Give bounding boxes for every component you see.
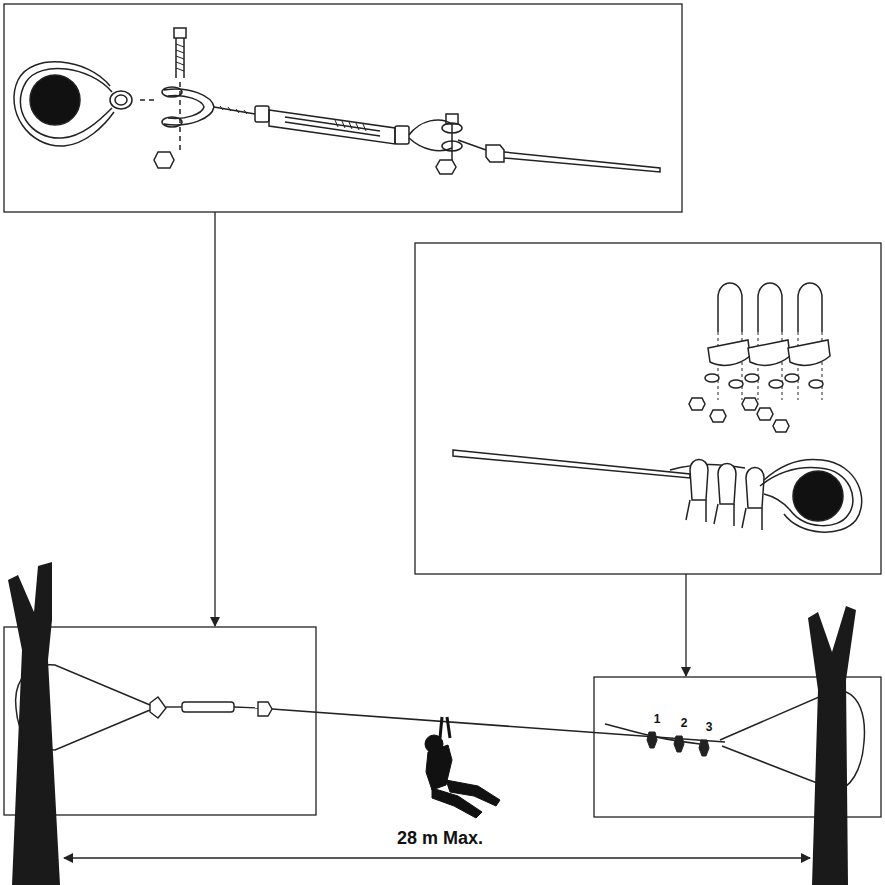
wire-clip-detail — [748, 340, 790, 365]
pointer-arrow — [685, 574, 686, 676]
tree — [8, 562, 60, 885]
dimension-line — [64, 857, 810, 858]
pointer-arrow — [214, 212, 215, 626]
turnbuckle-detail — [115, 95, 127, 105]
wire-clip-detail — [773, 420, 789, 432]
turnbuckle — [166, 706, 182, 707]
turnbuckle-detail — [154, 152, 174, 168]
turnbuckle — [258, 702, 272, 716]
wire-clip — [699, 740, 709, 756]
wire-clip-detail — [690, 460, 708, 501]
turnbuckle-detail — [436, 160, 456, 174]
turnbuckle-detail — [504, 152, 660, 172]
wire-clip-detail — [746, 468, 764, 509]
wire-clip-detail — [705, 374, 719, 382]
detail-panel — [4, 4, 682, 212]
pointer-arrow — [215, 212, 686, 676]
turnbuckle-detail — [168, 96, 204, 119]
wire-clip — [647, 732, 657, 748]
tree-anchor-loop — [16, 665, 865, 790]
wire-clip-detail — [764, 459, 862, 532]
wire-clip-detail — [718, 464, 736, 505]
wire-clip-detail — [798, 332, 799, 400]
wire-clip-detail — [689, 398, 705, 410]
wire-clip-detail — [689, 374, 823, 432]
callout-number: 2 — [681, 717, 688, 729]
wire-clip-detail — [769, 380, 783, 388]
dimension-line — [64, 857, 810, 858]
turnbuckle-detail — [486, 145, 504, 162]
detail-panel — [415, 243, 881, 574]
detail-panel — [4, 4, 881, 817]
wire-clip-detail — [793, 471, 843, 521]
rider-figure — [447, 717, 450, 738]
rider-figure — [440, 717, 442, 738]
wire-clip-detail — [690, 460, 764, 509]
turnbuckle-detail — [14, 28, 660, 174]
turnbuckle-detail — [335, 120, 366, 131]
turnbuckle-detail — [395, 126, 409, 144]
turnbuckle-detail — [220, 106, 247, 114]
callout-number: 1 — [654, 713, 661, 725]
turnbuckle — [234, 707, 258, 708]
turnbuckle-detail — [110, 91, 132, 109]
turnbuckle-detail — [255, 106, 269, 122]
wire-clip-detail — [785, 374, 799, 382]
turnbuckle — [182, 702, 234, 712]
turnbuckle-detail — [183, 38, 185, 78]
turnbuckle — [150, 697, 166, 718]
tree — [808, 606, 856, 885]
turnbuckle-detail — [164, 89, 214, 125]
wire-clip — [674, 736, 684, 752]
wire-clip-detail — [710, 410, 726, 422]
rider-figure — [432, 788, 482, 818]
turnbuckle-detail — [14, 62, 114, 146]
turnbuckle-detail — [269, 110, 395, 144]
tree — [8, 562, 856, 885]
turnbuckle-detail — [446, 114, 458, 124]
turnbuckle-detail — [140, 99, 158, 101]
wire-clip-detail — [757, 408, 773, 420]
wire-clip-detail — [708, 340, 750, 365]
wire-clip-detail — [729, 380, 743, 388]
turnbuckle-detail — [20, 69, 112, 139]
rider-figure — [425, 717, 500, 818]
wire-clip-detail — [745, 374, 759, 382]
turnbuckle-detail — [176, 44, 184, 71]
turnbuckle-detail — [285, 122, 380, 136]
wire-clip-detail — [809, 380, 823, 388]
callout-number: 3 — [706, 721, 713, 733]
turnbuckle-detail — [214, 107, 255, 114]
turnbuckle-detail — [30, 75, 80, 125]
wire-clip-detail — [742, 398, 758, 410]
dimension-label: 28 m Max. — [397, 829, 483, 847]
turnbuckle-detail — [409, 138, 452, 151]
turnbuckle-detail — [451, 124, 453, 160]
turnbuckle-detail — [458, 140, 486, 150]
wire-clip-detail — [758, 332, 759, 400]
wire-clip-detail — [760, 468, 853, 526]
wire-clip-detail — [788, 340, 830, 365]
wire-clip-detail — [718, 283, 742, 332]
wire-clip-detail — [798, 283, 822, 332]
wire-clip-detail — [758, 283, 782, 332]
turnbuckle-detail — [179, 82, 181, 150]
turnbuckle-detail — [174, 28, 186, 38]
wire-clip-detail — [453, 450, 690, 478]
wire-clip-detail — [718, 332, 719, 400]
wire-clip-detail — [453, 283, 862, 532]
wire-clip-detail — [686, 500, 762, 530]
turnbuckle — [150, 697, 272, 718]
wire-clip — [647, 732, 709, 756]
